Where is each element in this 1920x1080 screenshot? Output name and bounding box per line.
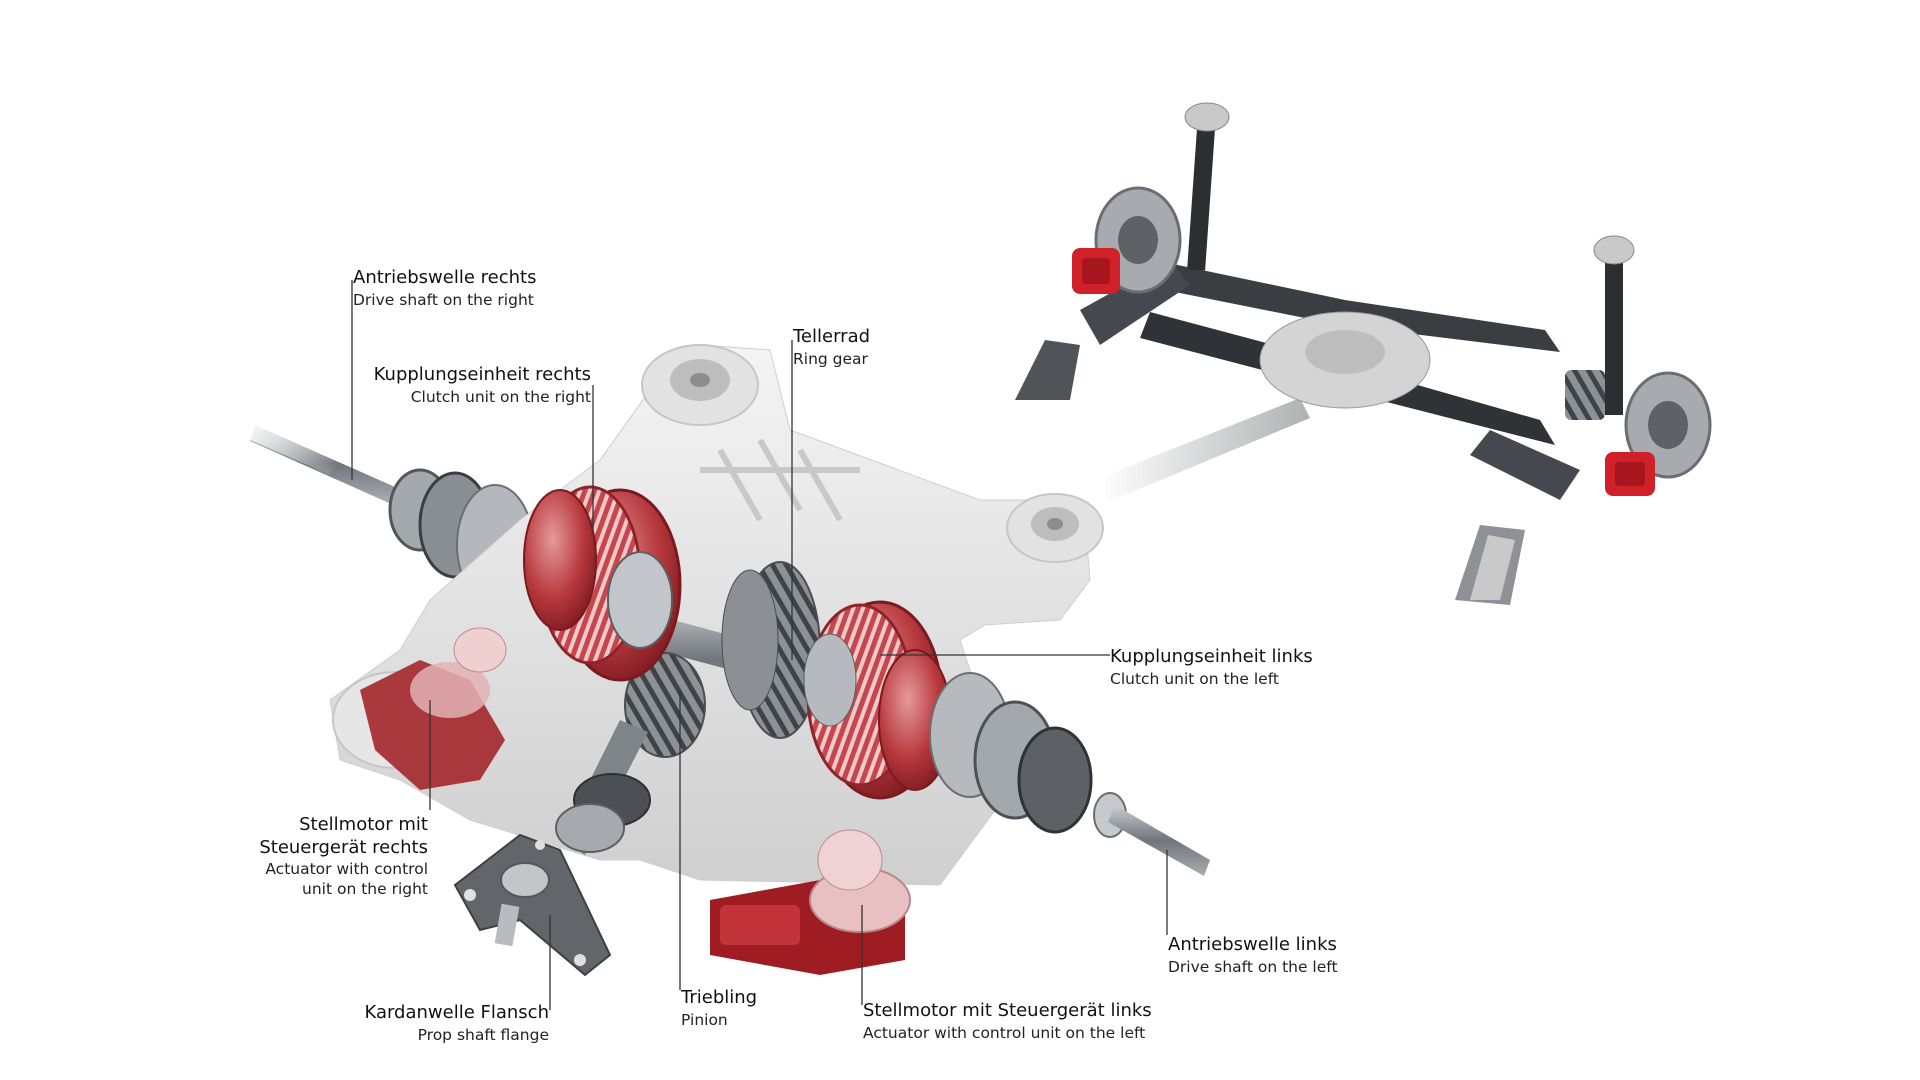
shock-top-mount-left [1184,102,1230,132]
shock-top-mount-right [1593,235,1635,265]
label-en: Clutch unit on the right [410,387,591,406]
label-ring-gear: Tellerrad Ring gear [793,326,871,369]
label-en: Prop shaft flange [417,1025,549,1044]
subframe-arm-right [1470,430,1580,500]
label-en: Pinion [681,1010,728,1029]
drive-shaft-left-part [929,672,1210,876]
label-de: Antriebswelle links [1168,934,1337,955]
label-en: Actuator with control unit on the left [863,1023,1146,1042]
label-de: Kardanwelle Flansch [364,1002,549,1023]
coil-spring [1565,370,1605,420]
clutch-unit-right-part [523,485,682,682]
label-en: Ring gear [793,349,868,368]
label-de: Kupplungseinheit links [1110,646,1313,667]
label-en-line2: unit on the right [302,880,428,899]
label-de: Tellerrad [793,326,871,347]
actuator-left-part [710,829,911,975]
label-en: Drive shaft on the left [1168,957,1338,976]
label-en: Clutch unit on the left [1110,669,1279,688]
zoom-cone [1100,398,1310,502]
label-en: Drive shaft on the right [353,290,534,309]
label-drive-shaft-right: Antriebswelle rechts Drive shaft on the … [353,267,537,310]
label-drive-shaft-left: Antriebswelle links Drive shaft on the l… [1168,934,1338,977]
label-prop-shaft-flange: Kardanwelle Flansch Prop shaft flange [364,1002,549,1045]
actuator-right-part [360,627,507,790]
label-clutch-unit-right: Kupplungseinheit rechts Clutch unit on t… [373,364,591,407]
clutch-unit-left-part [803,600,952,800]
prop-shaft-flange-part [453,833,612,977]
leader-lines [351,280,1168,1010]
label-de: Stellmotor mit Steuergerät links [863,1000,1152,1021]
rear-differential-cutaway [232,344,1210,977]
label-de: Antriebswelle rechts [353,267,537,288]
label-clutch-unit-left: Kupplungseinheit links Clutch unit on th… [1110,646,1313,689]
label-de-line1: Stellmotor mit [299,814,428,835]
shock-absorber-right [1605,255,1623,415]
label-de-line2: Steuergerät rechts [259,836,428,858]
subframe-beam-front [1125,255,1560,352]
rear-axle-subframe-illustration [1015,102,1712,605]
shock-absorber-left [1187,119,1216,271]
label-pinion: Triebling Pinion [681,987,758,1030]
label-de: Kupplungseinheit rechts [373,364,591,385]
mount-bracket-left [1015,340,1080,400]
label-actuator-left: Stellmotor mit Steuergerät links Actuato… [863,1000,1152,1043]
label-de: Triebling [681,987,758,1008]
label-en-line1: Actuator with control [265,860,428,879]
label-actuator-right: Stellmotor mit Steuergerät rechts Actuat… [259,814,428,899]
pinion-part [555,652,706,855]
